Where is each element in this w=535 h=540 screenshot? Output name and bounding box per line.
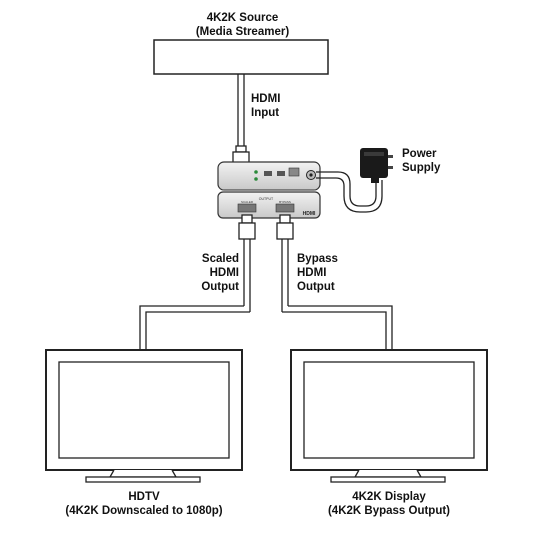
source-label-line2: (Media Streamer) bbox=[195, 26, 290, 38]
device-port-bypass-label: BYPASS bbox=[279, 200, 291, 204]
scaled-output-label: Scaled HDMI Output bbox=[170, 252, 239, 294]
display-4k2k-monitor bbox=[290, 349, 488, 483]
display-4k2k-label-line1: 4K2K Display bbox=[352, 491, 426, 503]
scaled-output-label-line2: HDMI bbox=[209, 267, 239, 279]
display-4k2k-label: 4K2K Display (4K2K Bypass Output) bbox=[275, 490, 503, 518]
source-label-line1: 4K2K Source bbox=[206, 12, 279, 24]
hdmi-input-label-line1: HDMI bbox=[251, 93, 281, 105]
hdtv-label: HDTV (4K2K Downscaled to 1080p) bbox=[30, 490, 258, 518]
device-port-scaler-label: SCALER bbox=[241, 200, 254, 204]
hdmi-input-cable bbox=[232, 74, 250, 177]
power-supply-label: Power Supply bbox=[402, 147, 440, 175]
bypass-output-label-line1: Bypass bbox=[297, 253, 338, 265]
device-output-label: OUTPUT bbox=[259, 197, 274, 201]
bypass-output-label-line2: HDMI bbox=[297, 267, 327, 279]
power-supply-label-line1: Power bbox=[402, 148, 437, 160]
hdtv-label-line1: HDTV bbox=[128, 491, 160, 503]
hdtv-label-line2: (4K2K Downscaled to 1080p) bbox=[65, 505, 223, 517]
scaled-output-cable bbox=[139, 214, 256, 350]
power-cable bbox=[316, 171, 383, 213]
scaled-output-label-line3: Output bbox=[201, 281, 239, 293]
device-hdmi-logo: HDMI bbox=[303, 211, 316, 217]
power-supply-label-line2: Supply bbox=[402, 162, 441, 174]
bypass-output-cable bbox=[276, 214, 393, 350]
source-label: 4K2K Source (Media Streamer) bbox=[150, 11, 335, 39]
hdmi-input-label-line2: Input bbox=[251, 107, 280, 119]
hdmi-input-label: HDMI Input bbox=[251, 92, 280, 120]
source-box bbox=[153, 39, 329, 75]
bypass-output-label-line3: Output bbox=[297, 281, 335, 293]
power-adapter-icon bbox=[360, 148, 393, 183]
bypass-output-label: Bypass HDMI Output bbox=[297, 252, 338, 294]
display-4k2k-label-line2: (4K2K Bypass Output) bbox=[327, 505, 451, 517]
scaled-output-label-line1: Scaled bbox=[201, 253, 239, 265]
scaler-device: OUTPUT SCALER BYPASS HDMI bbox=[217, 161, 321, 219]
hdtv-monitor bbox=[45, 349, 243, 483]
